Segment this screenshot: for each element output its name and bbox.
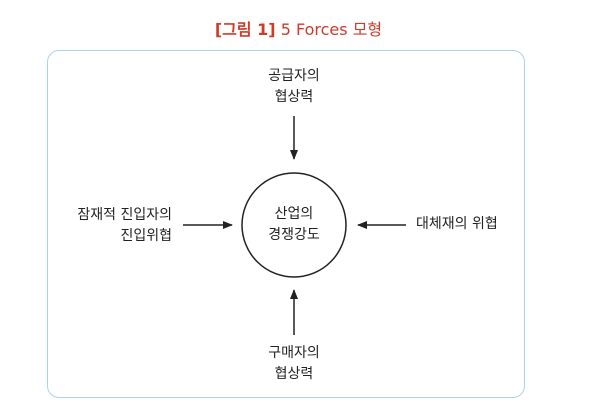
new-entrants-node: 잠재적 진입자의 진입위협: [52, 205, 172, 247]
figure-title: [그림 1] 5 Forces 모형: [0, 16, 597, 40]
new-entrants-line1: 잠재적 진입자의: [77, 207, 172, 223]
supplier-power-line2: 협상력: [274, 89, 314, 105]
figure-title-text: 5 Forces 모형: [280, 20, 383, 39]
substitutes-line1: 대체재의 위협: [416, 216, 498, 232]
supplier-power-line1: 공급자의: [268, 68, 320, 84]
industry-rivalry-line1: 산업의: [274, 206, 314, 222]
supplier-power-node: 공급자의 협상력: [244, 66, 344, 108]
buyer-power-line2: 협상력: [274, 366, 314, 382]
industry-rivalry-circle: [241, 172, 347, 278]
new-entrants-line2: 진입위협: [120, 228, 172, 244]
industry-rivalry-node: 산업의 경쟁강도: [244, 204, 344, 246]
industry-rivalry-line2: 경쟁강도: [268, 227, 320, 243]
substitutes-node: 대체재의 위협: [416, 214, 521, 235]
diagram-frame: [47, 50, 525, 398]
figure-label: [그림 1]: [214, 20, 276, 39]
buyer-power-node: 구매자의 협상력: [244, 343, 344, 385]
buyer-power-line1: 구매자의: [268, 345, 320, 361]
